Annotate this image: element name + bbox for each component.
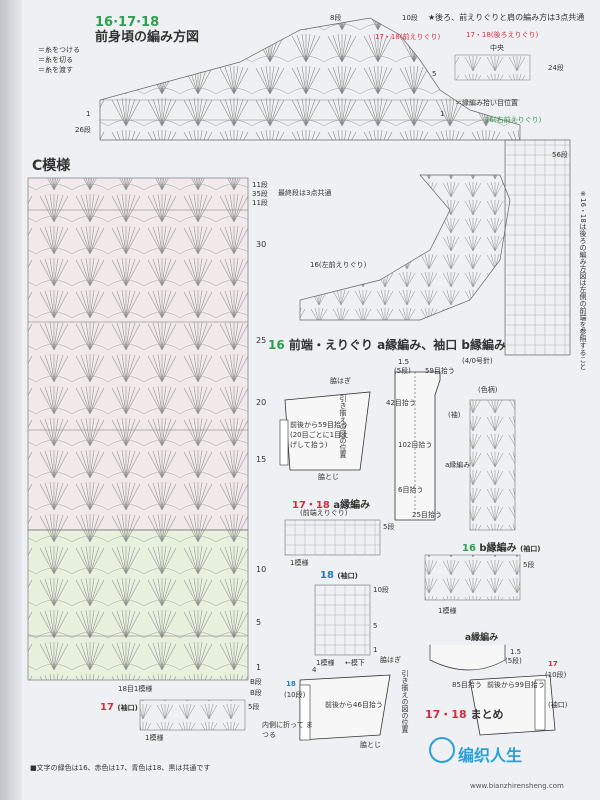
neck-back-label: 17・18(後ろえりぐり) (466, 31, 539, 39)
brand-watermark: 编织人生 (458, 746, 523, 765)
dim-label: (5段) (505, 657, 522, 665)
neck-right-label: 17・18(前えりぐり) (375, 33, 441, 41)
dim-label: 1.5 (398, 358, 410, 366)
row-label: 1 (86, 110, 91, 118)
dim-label: (5段) (394, 367, 411, 375)
a-edge-heading: 17・18 a縁編み (292, 500, 371, 511)
row-label: 10 (256, 565, 267, 574)
pick-label: 102目拾う (398, 441, 433, 449)
row-label: 10段 (402, 14, 418, 22)
row-label: 11段 (252, 199, 268, 207)
row-label: 1 (256, 663, 262, 672)
row-label: ←模下 (345, 659, 365, 667)
section16-heading: 16 前端・えりぐり a縁編み、袖口 b縁編み (268, 338, 506, 352)
sleeve18-heading: 18 (袖口) (320, 570, 358, 581)
a-edge-subtitle: (前端えりぐり) (300, 509, 348, 517)
row-label: 1 (373, 646, 378, 654)
row-label: 8段 (330, 14, 342, 22)
row-label: 5段 (248, 703, 260, 711)
pick-label: 85目拾う (452, 681, 482, 689)
back-note: ★後ろ、前えりぐりと肩の編み方は3点共通 (428, 13, 585, 22)
row-label: 30 (256, 240, 267, 249)
side-seam-label: 脇はぎ (330, 377, 351, 385)
legend-carry: ＝糸を渡す (38, 66, 73, 74)
row-label: 1模様 (438, 607, 457, 615)
pattern-pos-label: 引き揃えの図の位置 (401, 670, 409, 733)
title-numbers: 16·17·18 (95, 15, 160, 30)
brand-url: www.bianzhirensheng.com (470, 782, 564, 790)
b-edge-heading: 16 b縁編み (袖口) (462, 543, 541, 554)
row-label: 11段 (252, 181, 268, 189)
num-label: 18 (286, 680, 296, 688)
center-label: 中央 (490, 44, 504, 52)
side-close-label: 脇とじ (318, 473, 339, 481)
row-label: 5 (256, 618, 262, 627)
pick-label: 25目拾う (412, 511, 442, 519)
side-close-label: 脇とじ (360, 741, 381, 749)
seam-note: ＝縁編み拾い目位置 (455, 99, 518, 107)
row-label: (10段) (545, 671, 567, 679)
row-label: 1 (440, 110, 445, 118)
c-pattern-title: C模様 (32, 158, 71, 174)
row-label: 5段 (383, 523, 395, 531)
color-note: ■文字の緑色は16、赤色は17、青色は18、黒は共通です (30, 764, 211, 772)
row-label: 1模様 (145, 734, 164, 742)
row-label: 1模様 (316, 659, 335, 667)
row-label: (10段) (284, 691, 306, 699)
row-label: 56段 (552, 151, 568, 159)
neck-16right-label: 16(右前えりぐり) (485, 116, 542, 124)
page-gutter (0, 0, 22, 800)
row-label: 5段 (523, 561, 535, 569)
color-label: (色柄) (478, 386, 498, 394)
neck-left-label: 16(左前えりぐり) (310, 261, 367, 269)
dim-label: 4 (312, 666, 317, 674)
num-label: 17 (548, 660, 558, 668)
summary-heading: 17・18 まとめ (425, 708, 504, 721)
pick-label: 59目拾う (425, 367, 455, 375)
hook-size: (4/0号針) (462, 357, 493, 365)
repeat-label: 18目1模様 (118, 685, 153, 693)
title-text: 前身頃の編み方図 (95, 29, 200, 45)
legend-cut: ＝糸を切る (38, 56, 73, 64)
pick-label: 42目拾う (386, 399, 416, 407)
legend-attach: ＝糸をつける (38, 46, 80, 54)
row-label: 10段 (373, 586, 389, 594)
dim-label: 1.5 (510, 648, 522, 656)
row-label: 1模様 (290, 559, 309, 567)
sleeve-label: (袖口) (548, 701, 568, 709)
row-label: 20 (256, 398, 267, 407)
row-label: 35段 (252, 190, 268, 198)
fold-note: 内側に折って まつる (262, 721, 313, 739)
row-label: 5 (432, 70, 437, 78)
front-from-label: 前後から59目拾う(20目ごとに1目上げして拾う) (290, 421, 349, 449)
sleeve-label: (袖) (448, 411, 461, 419)
bottom17-heading: 17 (袖口) (100, 702, 138, 713)
side-seam-label: 脇はぎ (380, 656, 401, 664)
row-label: 25 (256, 336, 267, 345)
front-body-title: 16·17·18 前身頃の編み方図 (95, 15, 200, 46)
row-label: 15 (256, 455, 267, 464)
row-label: B段 (250, 678, 262, 686)
row-label: B段 (250, 689, 262, 697)
pick-label: 6目拾う (398, 486, 424, 494)
side-note: ※16・18は後ろの編み方図は左側の前端を参照すること (579, 190, 587, 370)
last-row-note: 最終段は3点共通 (278, 189, 332, 197)
row-label: 26段 (75, 126, 91, 134)
pattern-pos-label: 引き揃えの図の位置 (339, 395, 347, 458)
a-edge-label: a縁編み (445, 461, 471, 469)
pick-label: 前後から99目拾う (487, 681, 545, 689)
front-from-label: 前後から46目拾う (325, 701, 383, 709)
row-label: 24段 (548, 64, 564, 72)
lower-a-edge: a縁編み (465, 633, 499, 643)
row-label: 5 (373, 622, 378, 630)
